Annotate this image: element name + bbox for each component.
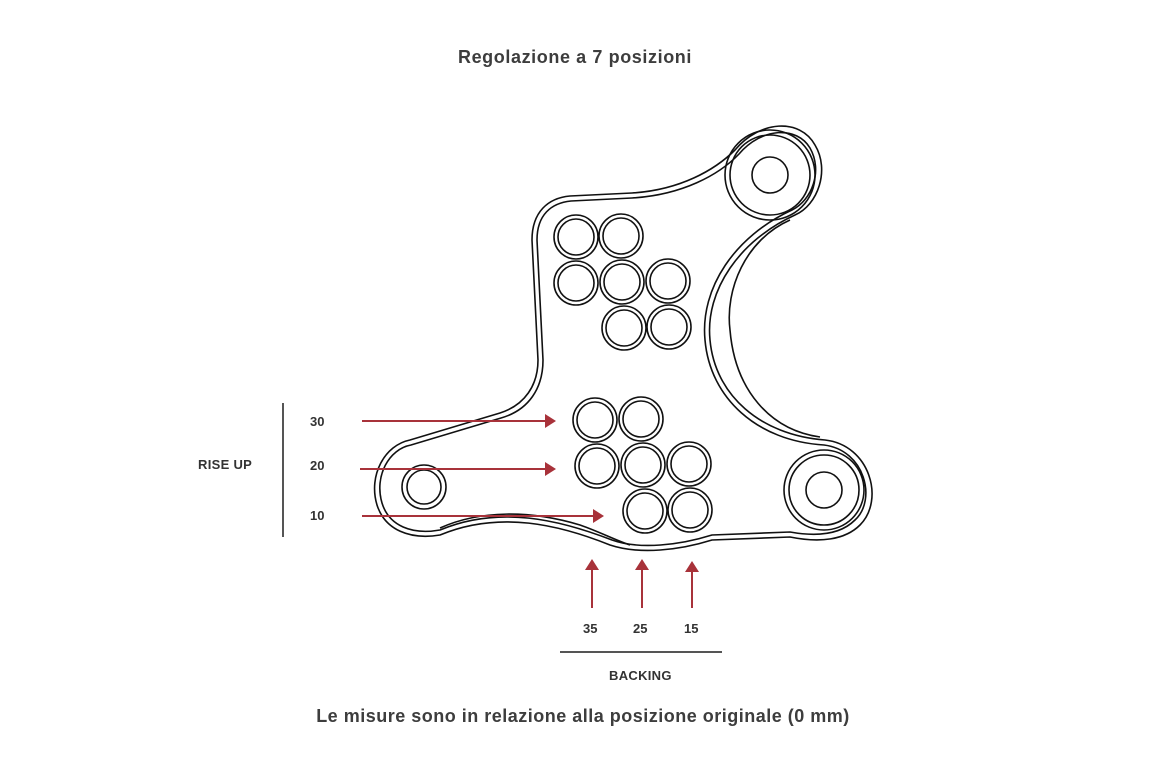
- plate-outline-inner: [379, 131, 867, 547]
- mounting-hole-bottom: [783, 449, 865, 531]
- backing-arrow-35: [585, 559, 599, 608]
- backing-arrow-25: [635, 559, 649, 608]
- diagram-title: Regolazione a 7 posizioni: [457, 47, 693, 67]
- adjustment-hole: [645, 258, 691, 304]
- rise-up-value-10: 10: [310, 508, 325, 523]
- plate-outline: [373, 125, 873, 552]
- plate-crescent: [728, 219, 821, 438]
- backing-value-35: 35: [583, 621, 598, 636]
- backing-value-15: 15: [684, 621, 699, 636]
- lower-adjustment-holes: [572, 396, 713, 534]
- plate-lower-curve: [439, 513, 631, 546]
- adjustment-hole: [598, 213, 644, 259]
- adjustment-hole: [553, 260, 599, 306]
- rise-up-value-20: 20: [310, 458, 325, 473]
- rise-up-arrow-20: [360, 462, 556, 476]
- backing-arrows: [585, 559, 699, 608]
- adjustment-hole: [553, 214, 599, 260]
- mounting-hole-top: [724, 129, 816, 221]
- adjustment-hole: [666, 441, 712, 487]
- upper-adjustment-holes: [553, 213, 692, 351]
- rise-up-label: RISE UP: [198, 457, 253, 472]
- rise-up-arrow-10: [362, 509, 604, 523]
- adjustment-hole: [572, 397, 618, 443]
- rise-up-arrows: [360, 414, 604, 523]
- adjustment-hole: [601, 305, 647, 351]
- adjustment-hole: [574, 443, 620, 489]
- backing-value-25: 25: [633, 621, 648, 636]
- adjustment-hole: [622, 488, 668, 534]
- rise-up-value-30: 30: [310, 414, 325, 429]
- rise-up-arrow-30: [362, 414, 556, 428]
- adjustment-hole: [646, 304, 692, 350]
- adjustment-hole: [599, 259, 645, 305]
- backing-arrow-15: [685, 561, 699, 608]
- footnote: Le misure sono in relazione alla posizio…: [316, 706, 850, 726]
- adjustment-hole: [667, 487, 713, 533]
- plate-outline-outer: [373, 125, 873, 552]
- backing-label: BACKING: [609, 668, 672, 683]
- adjustment-hole: [618, 396, 664, 442]
- adjustment-hole: [620, 442, 666, 488]
- mounting-hole-left: [401, 464, 447, 510]
